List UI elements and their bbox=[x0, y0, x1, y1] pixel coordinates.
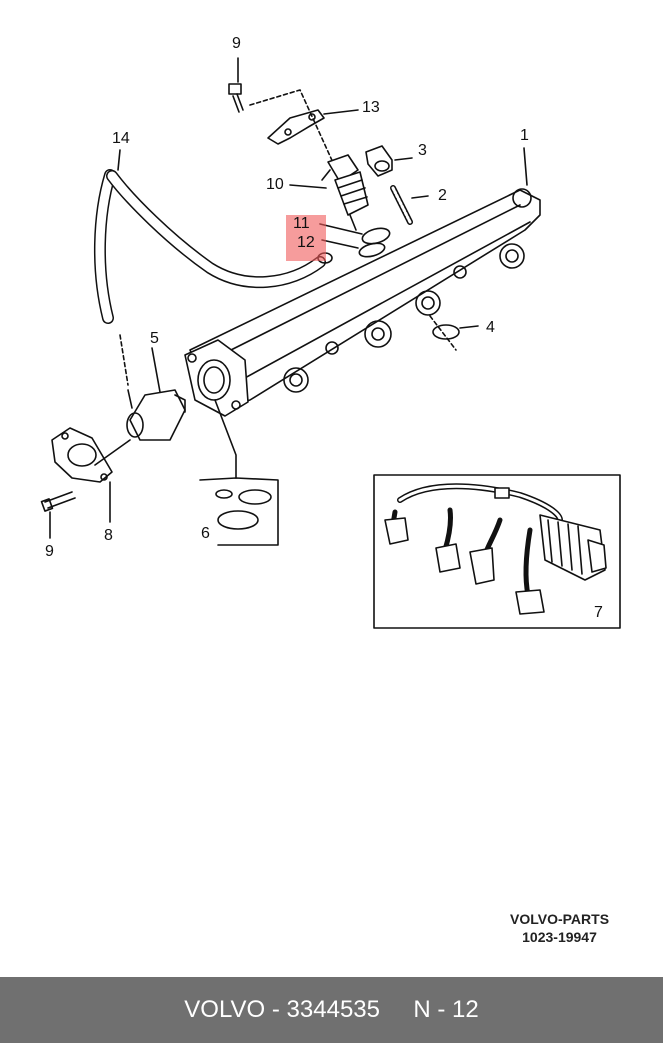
stamp-line-1: VOLVO-PARTS bbox=[510, 911, 610, 927]
stamp-line-2: 1023-19947 bbox=[522, 929, 597, 945]
bolt-part-9-bottom bbox=[40, 491, 76, 539]
callout-4: 4 bbox=[486, 319, 495, 336]
callout-8: 8 bbox=[104, 527, 113, 544]
callout-3: 3 bbox=[418, 142, 427, 159]
callout-6: 6 bbox=[201, 525, 210, 542]
footer-separator: - bbox=[265, 996, 287, 1023]
callout-13: 13 bbox=[362, 99, 380, 116]
gasket-part-8 bbox=[51, 427, 131, 523]
footer-ref: N - 12 bbox=[413, 996, 479, 1023]
parts-diagram bbox=[40, 57, 621, 629]
callout-14: 14 bbox=[112, 130, 130, 147]
cap-part-3 bbox=[365, 145, 413, 177]
o-rings-part-11-12 bbox=[319, 223, 391, 258]
injector-part-10 bbox=[289, 154, 369, 231]
footer-part-number: 3344535 bbox=[286, 996, 380, 1023]
pressure-regulator-part-5 bbox=[119, 334, 186, 441]
footer-gap bbox=[380, 996, 413, 1024]
fuel-rail-part-1 bbox=[184, 188, 541, 417]
o-ring-part-4 bbox=[429, 315, 479, 351]
callout-5: 5 bbox=[150, 330, 159, 347]
callout-9-bottom: 9 bbox=[45, 543, 54, 560]
seal-kit-part-6 bbox=[199, 477, 279, 546]
bolt-part-9-top bbox=[228, 57, 244, 113]
highlight-marker bbox=[286, 215, 326, 261]
footer-brand: VOLVO bbox=[184, 996, 266, 1023]
callout-2: 2 bbox=[438, 187, 447, 204]
callout-11: 11 bbox=[293, 215, 310, 232]
spring-part-2 bbox=[390, 185, 429, 225]
callout-10: 10 bbox=[266, 176, 284, 193]
fuel-hose-part-14 bbox=[93, 169, 333, 324]
volvo-parts-stamp: VOLVO-PARTS 1023-19947 bbox=[510, 910, 609, 946]
callout-7: 7 bbox=[594, 604, 603, 621]
callout-1: 1 bbox=[520, 127, 529, 144]
callout-12: 12 bbox=[297, 234, 315, 251]
callout-9-top: 9 bbox=[232, 35, 241, 52]
footer-bar: VOLVO - 3344535 N - 12 bbox=[0, 977, 663, 1043]
wiring-harness-part-7 bbox=[373, 474, 621, 629]
